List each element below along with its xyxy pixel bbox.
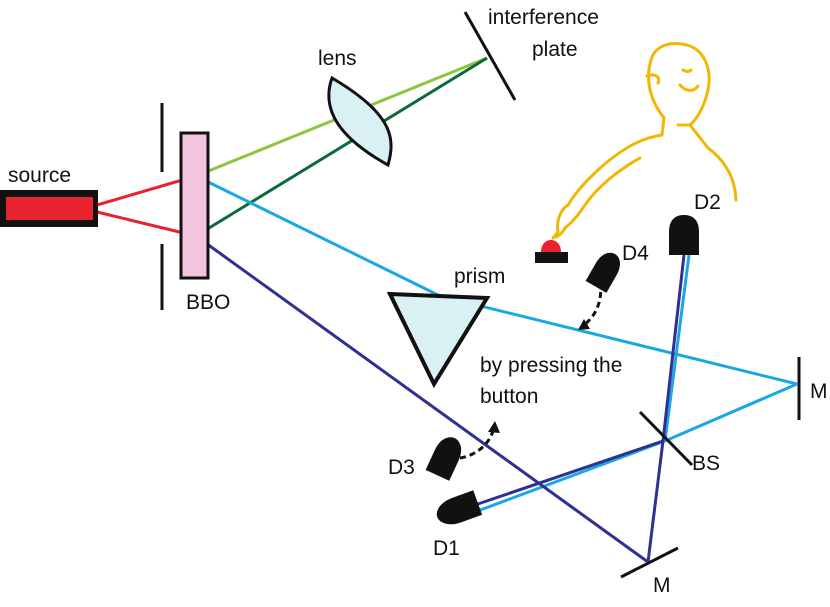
lens-label: lens	[318, 47, 357, 70]
source-label: source	[8, 164, 71, 187]
laser-source-icon	[0, 190, 98, 227]
prism-label: prism	[454, 265, 505, 288]
detector-d1-icon	[436, 490, 483, 525]
idler-beam-light-blue-1	[195, 174, 441, 298]
d1-label: D1	[433, 537, 460, 560]
bbo-label: BBO	[186, 291, 230, 314]
idler-beam-dark-blue-to-d1	[471, 439, 664, 508]
signal-beam-dark-green	[195, 56, 488, 238]
idler-beam-light-blue-to-d2	[663, 254, 691, 442]
interference-plate	[463, 11, 517, 101]
dashed-arrow-d3	[459, 421, 500, 460]
idler-beam-dark-blue-1	[195, 234, 649, 564]
idler-beam-light-blue-to-d1	[474, 439, 666, 514]
dashed-arrow-d4	[578, 281, 603, 330]
bs-label: BS	[692, 452, 720, 475]
lens-icon	[327, 75, 393, 168]
d3-label: D3	[388, 456, 415, 479]
idler-beam-dark-blue-to-d2	[661, 254, 686, 442]
mirror-bottom-label: M	[653, 574, 671, 597]
bbo-crystal	[179, 131, 210, 280]
d4-label: D4	[622, 242, 649, 265]
mirror-right-label: M	[810, 380, 828, 403]
interference-label-line2: plate	[532, 38, 578, 61]
idler-beam-dark-blue-2	[646, 440, 665, 563]
detector-d2-icon	[669, 215, 699, 255]
detector-d3-icon	[425, 437, 462, 481]
button-note-line1: by pressing the	[480, 354, 622, 377]
idler-beam-light-blue-3	[664, 382, 798, 443]
mirror-bottom	[620, 546, 679, 579]
d2-label: D2	[694, 191, 721, 214]
prism-icon	[386, 291, 491, 389]
button-note-line2: button	[480, 385, 538, 408]
beam-splitter	[638, 410, 694, 467]
person-pressing-button-icon	[551, 42, 738, 240]
interference-label-line1: interference	[488, 6, 599, 29]
red-push-button-icon	[535, 240, 568, 263]
detector-d4-icon	[585, 252, 620, 293]
idler-beam-light-blue-2	[439, 294, 798, 386]
